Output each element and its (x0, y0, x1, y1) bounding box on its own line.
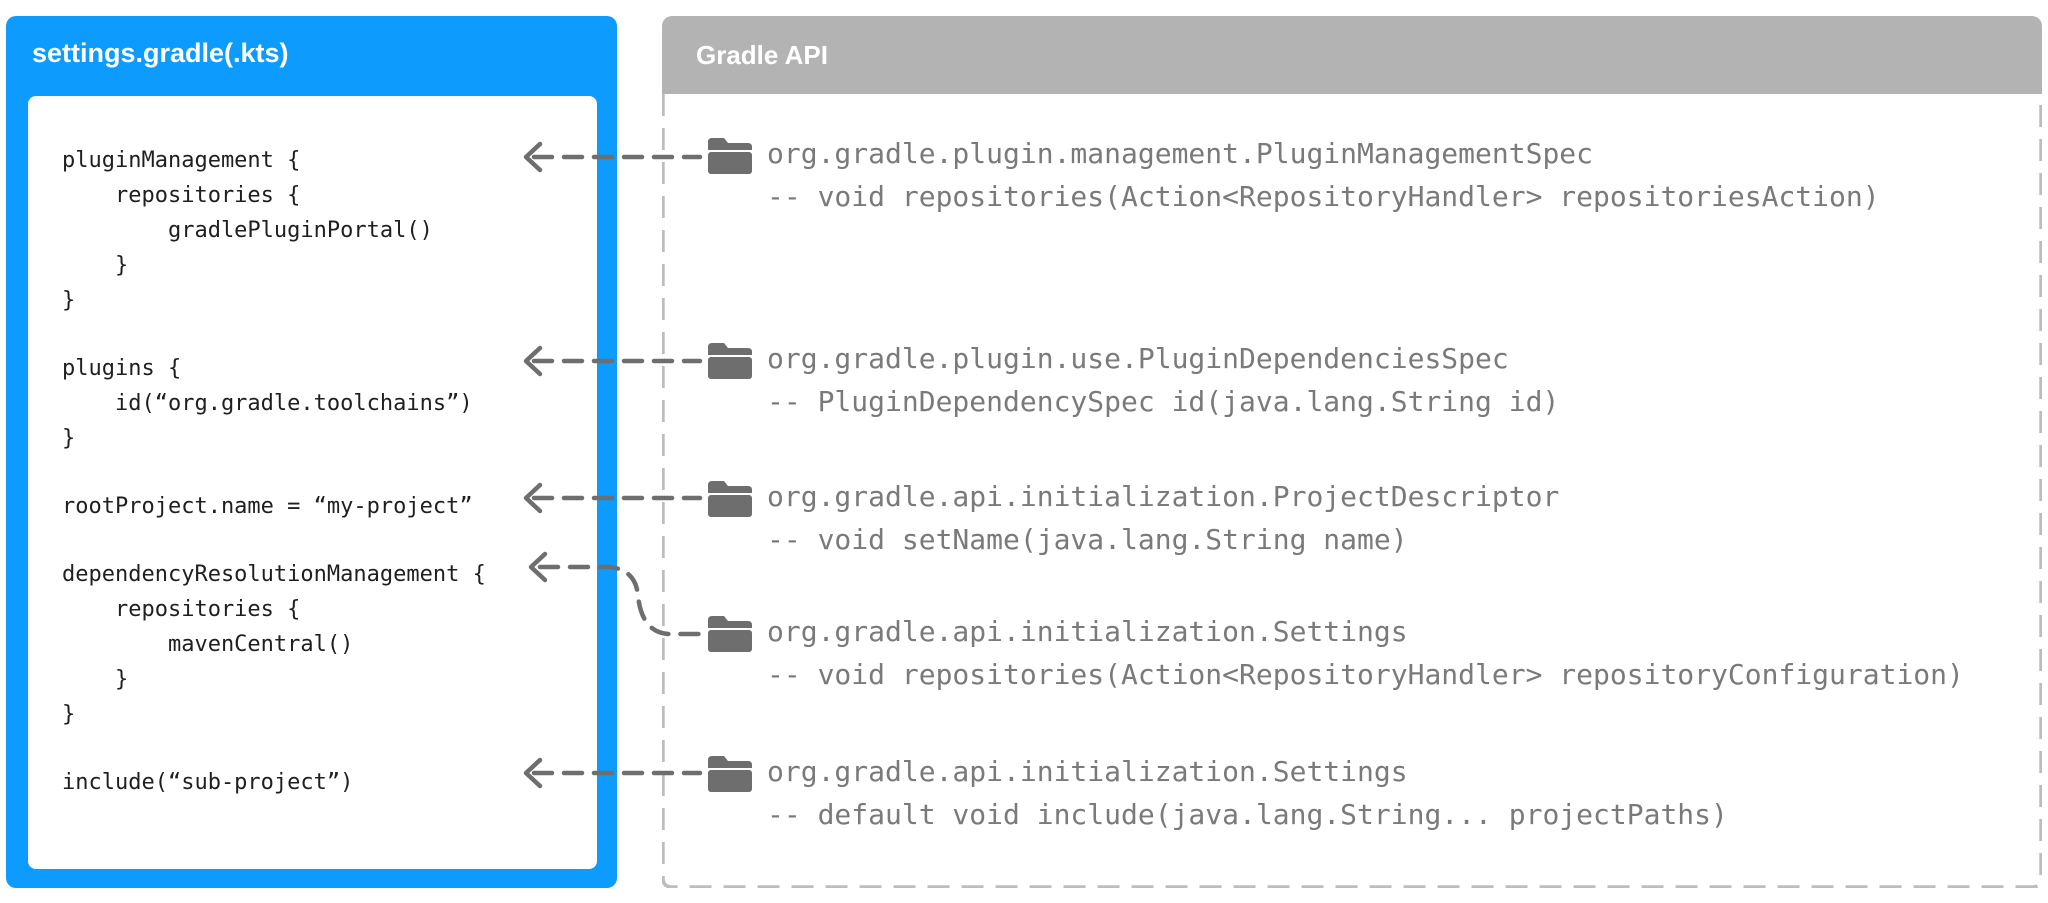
settings-code-box: pluginManagement { repositories { gradle… (28, 96, 597, 869)
api-class-name: org.gradle.api.initialization.Settings (767, 755, 1408, 788)
code-line: } (62, 667, 129, 692)
api-class-name: org.gradle.plugin.use.PluginDependencies… (767, 342, 1509, 375)
api-panel-title: Gradle API (696, 40, 828, 70)
dashed-arrow (523, 482, 703, 514)
gradle-api-panel: Gradle API org.gradle.plugin.management.… (662, 16, 2042, 888)
code-line: include(“sub-project”) (62, 770, 354, 795)
code-line: pluginManagement { (62, 148, 301, 173)
api-class-name: org.gradle.api.initialization.ProjectDes… (767, 480, 1560, 513)
api-class-name: org.gradle.api.initialization.Settings (767, 615, 1408, 648)
folder-icon (708, 756, 752, 792)
code-line: gradlePluginPortal() (62, 218, 433, 243)
dashed-arrow (528, 551, 703, 637)
dashed-arrow (523, 141, 703, 173)
code-line: rootProject.name = “my-project” (62, 494, 473, 519)
code-line: } (62, 253, 129, 278)
settings-panel-title: settings.gradle(.kts) (32, 38, 289, 68)
code-line: id(“org.gradle.toolchains”) (62, 391, 473, 416)
code-line: repositories { (62, 183, 301, 208)
api-panel-dashed-border (662, 94, 2042, 888)
code-line: dependencyResolutionManagement { (62, 562, 486, 587)
api-method-signature: -- PluginDependencySpec id(java.lang.Str… (767, 385, 1560, 418)
code-line: mavenCentral() (62, 632, 354, 657)
code-line: repositories { (62, 597, 301, 622)
code-line: } (62, 426, 76, 451)
api-class-name: org.gradle.plugin.management.PluginManag… (767, 137, 1594, 170)
folder-icon (708, 616, 752, 652)
folder-icon (708, 343, 752, 379)
api-method-signature: -- default void include(java.lang.String… (767, 798, 1728, 831)
settings-panel: settings.gradle(.kts) pluginManagement {… (6, 16, 617, 888)
folder-icon (708, 138, 752, 174)
api-method-signature: -- void repositories(Action<RepositoryHa… (767, 658, 1964, 691)
dashed-arrow (523, 345, 703, 377)
api-method-signature: -- void repositories(Action<RepositoryHa… (767, 180, 1880, 213)
api-method-signature: -- void setName(java.lang.String name) (767, 523, 1408, 556)
code-line: } (62, 702, 76, 727)
api-panel-header: Gradle API (662, 16, 2042, 94)
code-line: } (62, 288, 76, 313)
folder-icon (708, 481, 752, 517)
code-line: plugins { (62, 356, 182, 381)
dashed-arrow (523, 757, 703, 789)
